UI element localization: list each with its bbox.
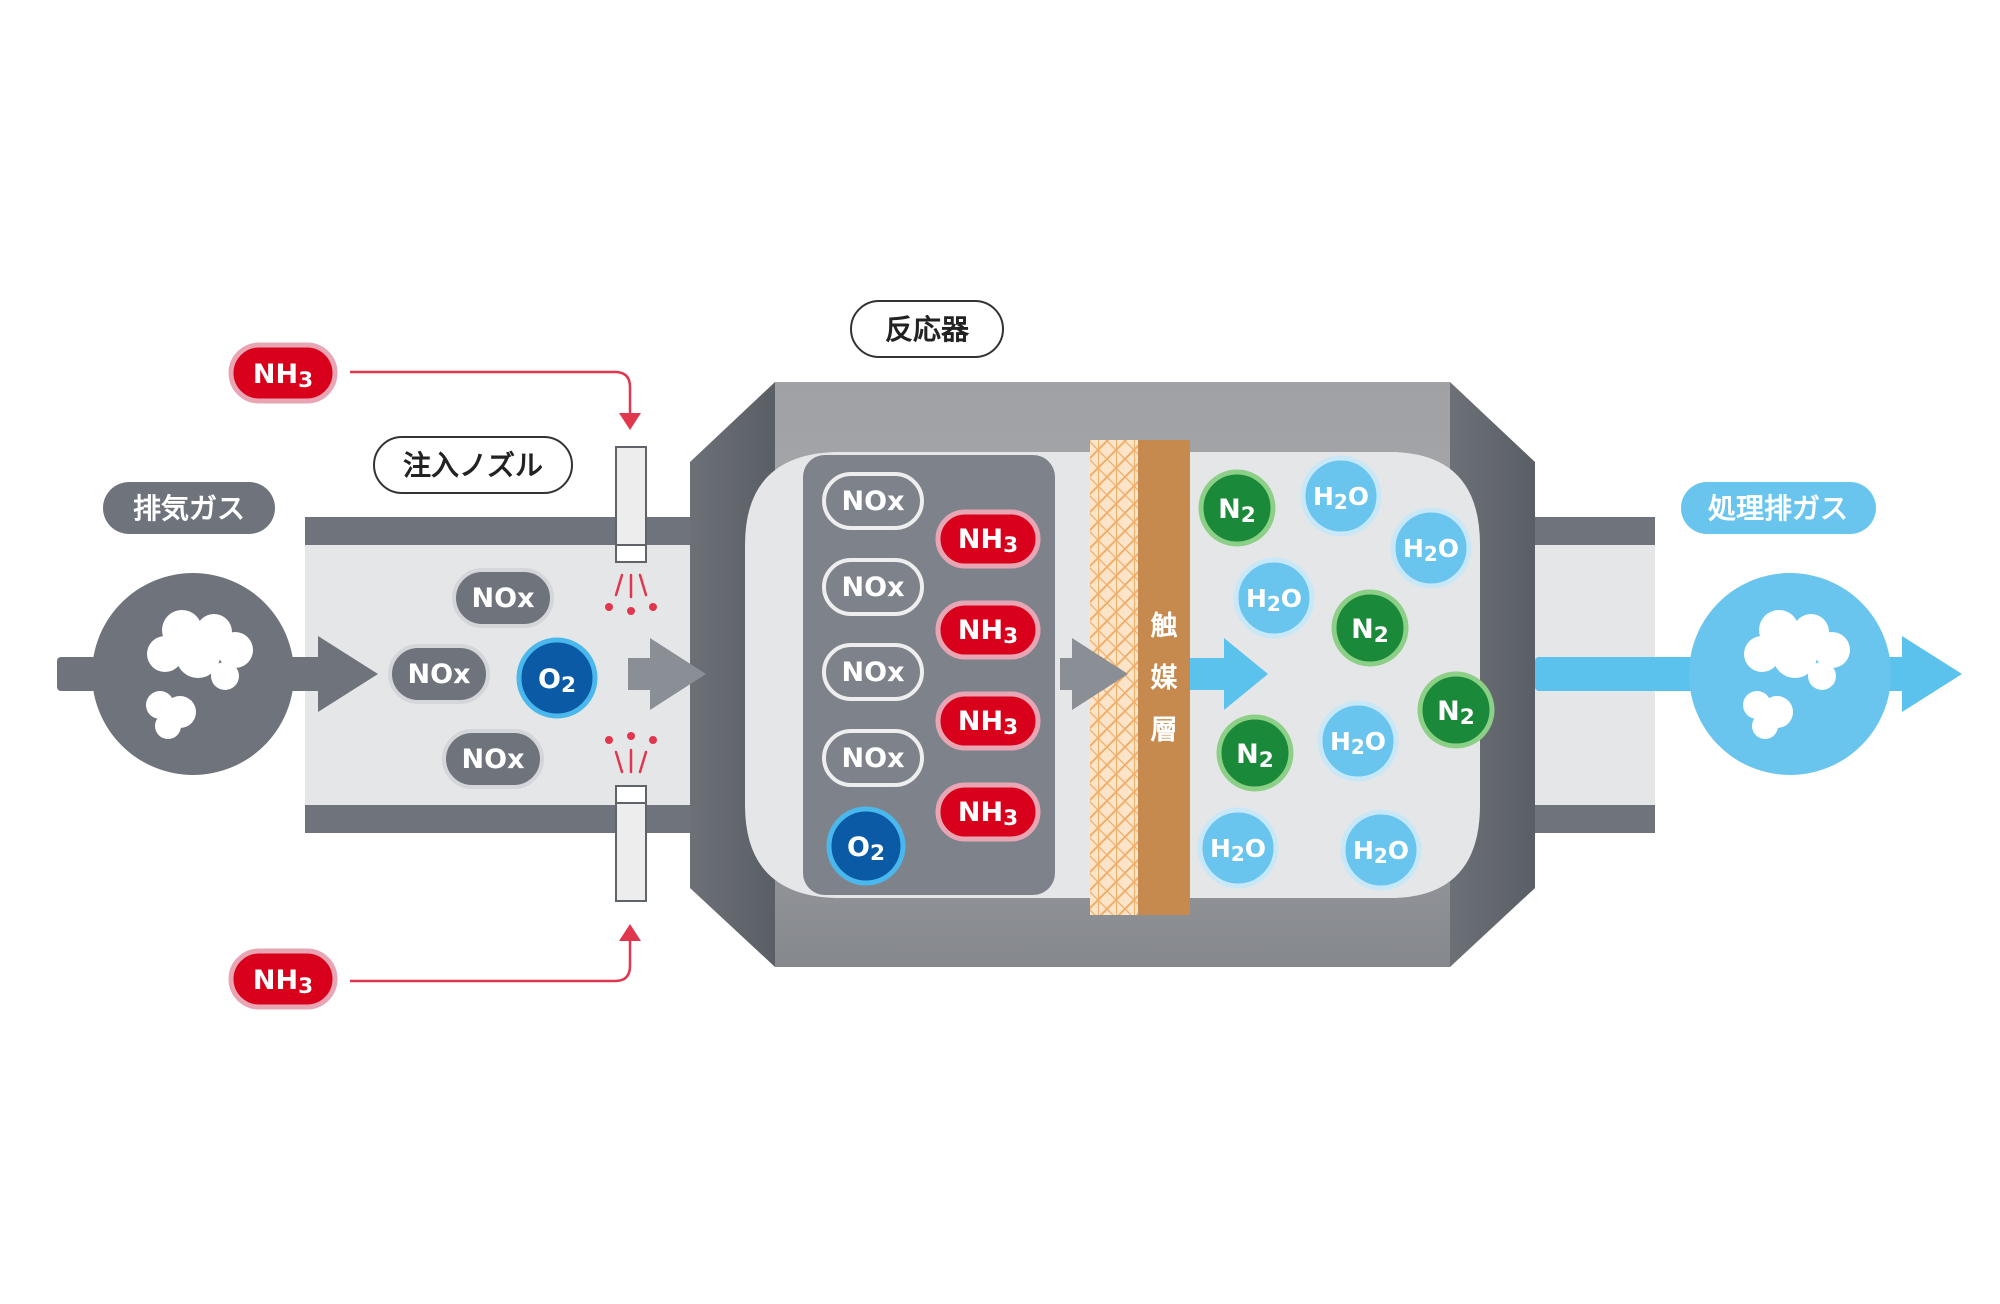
svg-text:NH3: NH3 [958, 797, 1018, 831]
svg-text:H2O: H2O [1330, 727, 1386, 759]
treated-gas-label: 処理排ガス [1681, 482, 1876, 534]
svg-text:N2: N2 [1236, 739, 1274, 773]
o2-molecule: O2 [516, 637, 598, 719]
h2o-molecule: H2O [1300, 455, 1382, 537]
n2-molecule: N2 [1198, 469, 1276, 547]
svg-text:NOx: NOx [842, 572, 905, 603]
svg-text:NH3: NH3 [253, 965, 313, 999]
treated-gas-icon [1689, 573, 1891, 775]
n2-molecule: N2 [1216, 714, 1294, 792]
svg-text:排気ガス: 排気ガス [133, 492, 245, 525]
flow-arrow-after-catalyst [1190, 638, 1268, 710]
svg-text:H2O: H2O [1403, 534, 1459, 566]
exhaust-gas-label: 排気ガス [103, 482, 275, 534]
svg-text:N2: N2 [1351, 614, 1389, 648]
svg-text:NOx: NOx [462, 744, 525, 775]
svg-text:NOx: NOx [842, 657, 905, 688]
h2o-molecule: H2O [1390, 507, 1472, 589]
catalyst-label-char-2: 媒 [1151, 662, 1179, 694]
svg-text:O2: O2 [538, 664, 576, 698]
svg-text:NH3: NH3 [958, 524, 1018, 558]
svg-text:H2O: H2O [1246, 584, 1302, 616]
nh3-molecule: NH3 [935, 600, 1041, 660]
nh3-feed-badge-top: NH3 [228, 342, 338, 404]
svg-text:NOx: NOx [842, 486, 905, 517]
svg-text:H2O: H2O [1313, 482, 1369, 514]
n2-molecule: N2 [1331, 589, 1409, 667]
nox-molecule: NOx [822, 643, 924, 701]
catalyst-label-char-1: 触 [1151, 611, 1178, 642]
nh3-molecule: NH3 [935, 782, 1041, 842]
svg-text:NH3: NH3 [958, 706, 1018, 740]
injection-nozzle-top [615, 446, 647, 563]
catalyst-label-char-3: 層 [1151, 715, 1178, 746]
svg-text:N2: N2 [1437, 696, 1475, 730]
h2o-molecule: H2O [1197, 807, 1279, 889]
o2-molecule: O2 [826, 806, 906, 886]
svg-text:H2O: H2O [1353, 836, 1409, 868]
spray-top [605, 573, 657, 615]
flow-arrow-reactor [1060, 638, 1128, 710]
nh3-feed-line-top [350, 370, 641, 430]
n2-molecule: N2 [1417, 671, 1495, 749]
nox-molecule: NOx [822, 558, 924, 616]
h2o-molecule: H2O [1317, 700, 1399, 782]
nox-molecule: NOx [388, 644, 490, 704]
svg-text:O2: O2 [847, 832, 885, 866]
nox-molecule: NOx [442, 729, 544, 789]
svg-text:N2: N2 [1218, 494, 1256, 528]
reactor-label: 反応器 [850, 300, 1004, 358]
svg-text:注入ノズル: 注入ノズル [403, 449, 543, 482]
nh3-feed-badge-bottom: NH3 [228, 948, 338, 1010]
svg-text:反応器: 反応器 [885, 313, 970, 346]
svg-text:H2O: H2O [1210, 834, 1266, 866]
svg-text:NOx: NOx [408, 659, 471, 690]
nh3-molecule: NH3 [935, 509, 1041, 569]
h2o-molecule: H2O [1340, 809, 1422, 891]
nh3-molecule: NH3 [935, 691, 1041, 751]
injection-nozzle-label: 注入ノズル [373, 436, 573, 494]
svg-text:NH3: NH3 [253, 359, 313, 393]
nh3-feed-line-bottom [350, 924, 641, 983]
svg-text:NOx: NOx [472, 583, 535, 614]
flow-arrow-pipe [628, 638, 706, 710]
nox-molecule: NOx [452, 568, 554, 628]
nox-molecule: NOx [822, 472, 924, 530]
h2o-molecule: H2O [1233, 557, 1315, 639]
svg-text:NOx: NOx [842, 743, 905, 774]
svg-text:NH3: NH3 [958, 615, 1018, 649]
injection-nozzle-bottom [615, 785, 647, 902]
nox-molecule: NOx [822, 729, 924, 787]
svg-text:処理排ガス: 処理排ガス [1708, 492, 1848, 525]
exhaust-gas-icon [92, 573, 294, 775]
spray-bottom [605, 732, 657, 774]
